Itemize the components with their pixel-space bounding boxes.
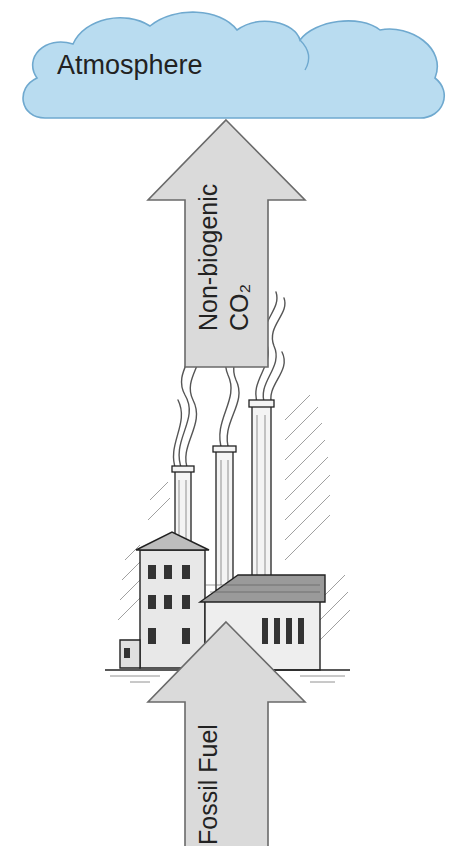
flow-arrow-outline — [148, 620, 305, 846]
flow-arrow: Fossil Fuel — [148, 620, 305, 846]
node-label: Atmosphere — [57, 48, 287, 82]
node-label: Non-biogenic CO₂ — [193, 161, 259, 331]
cloud-shape: Atmosphere — [15, 0, 451, 122]
node-label: Fossil Fuel — [193, 675, 259, 845]
flow-arrow: Non-biogenic CO₂ — [148, 118, 305, 368]
